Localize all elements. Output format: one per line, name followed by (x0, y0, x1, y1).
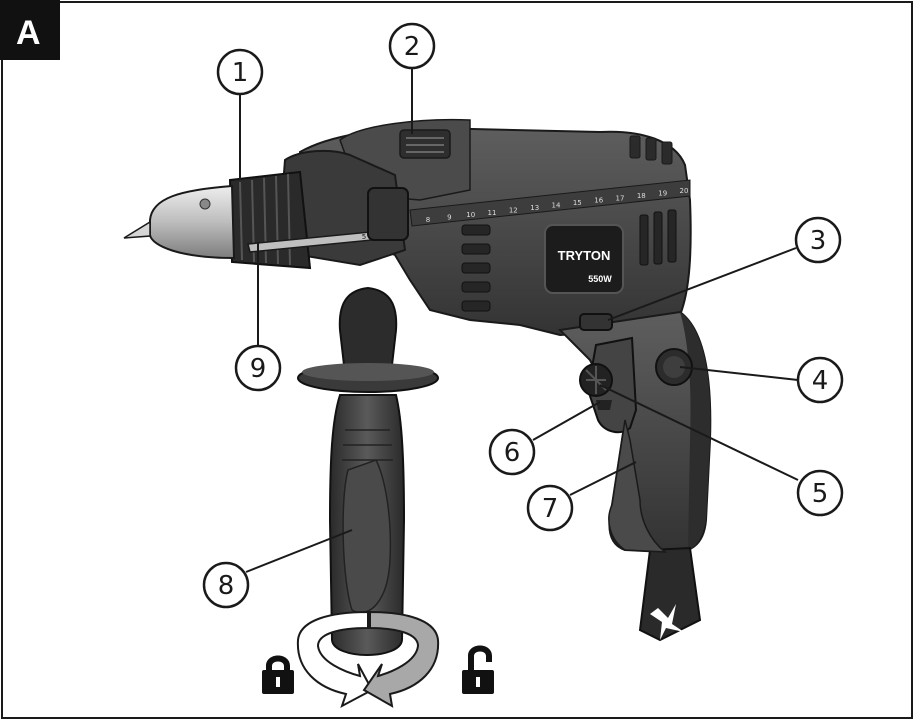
depth-rod-label: 5 (362, 233, 366, 241)
frame-border (1, 40, 450, 719)
depth-scale-tick: 9 (447, 214, 451, 222)
brand-label: TRYTON (558, 248, 611, 263)
callout-5: 5 (796, 469, 844, 517)
brand-plate (544, 224, 624, 294)
rotate-left-arrow (296, 610, 374, 709)
callout-number: 6 (504, 438, 521, 468)
leader-3 (607, 247, 797, 321)
figure-badge-label: A (16, 14, 41, 52)
callout-number: 5 (812, 479, 829, 509)
callout-number: 4 (812, 366, 829, 396)
depth-scale-ticks: 8 9 10 11 12 13 14 15 16 17 18 19 20 (426, 187, 689, 224)
depth-scale-tick: 20 (680, 187, 689, 195)
callout-number: 3 (810, 226, 827, 256)
depth-scale-tick: 16 (594, 197, 603, 205)
power-label: 550W (588, 274, 612, 284)
leader-4 (679, 366, 799, 381)
depth-scale-tick: 17 (616, 194, 625, 202)
leader-5 (599, 384, 799, 481)
drill-chuck (149, 184, 236, 260)
callout-number: 9 (250, 354, 267, 384)
callout-3: 3 (794, 216, 842, 264)
callout-number: 2 (404, 32, 421, 62)
frame-border-top (58, 1, 913, 719)
leader-7 (569, 461, 637, 496)
trigger-lock-detail (596, 400, 612, 410)
side-handle-collar (338, 286, 398, 366)
callout-1: 1 (216, 48, 264, 96)
lock-open-icon (462, 645, 494, 694)
depth-scale-band (409, 179, 691, 227)
leader-8 (245, 529, 353, 573)
depth-scale-tick: 14 (552, 202, 561, 210)
depth-scale-tick: 8 (426, 216, 430, 224)
callout-6: 6 (488, 428, 536, 476)
chuck-jaws (123, 220, 151, 239)
leader-6 (532, 401, 601, 441)
depth-scale-tick: 10 (466, 211, 475, 219)
callout-8: 8 (202, 561, 250, 609)
callout-4: 4 (796, 356, 844, 404)
lock-icon (262, 655, 294, 694)
figure-badge (0, 0, 60, 60)
side-handle-grip-insert (342, 459, 392, 614)
callout-9: 9 (234, 344, 282, 392)
depth-rod-clamp (367, 187, 409, 241)
depth-scale-tick: 11 (488, 209, 497, 217)
depth-scale-tick: 18 (637, 192, 646, 200)
callout-number: 1 (232, 58, 249, 88)
depth-scale-tick: 15 (573, 199, 582, 207)
callout-number: 7 (542, 494, 559, 524)
callout-7: 7 (526, 484, 574, 532)
rear-vents-side (639, 209, 677, 266)
side-vents (461, 224, 491, 312)
rear-vents-top (629, 135, 673, 165)
depth-scale-tick: 19 (658, 189, 667, 197)
lower-grip (608, 419, 668, 553)
callout-number: 8 (218, 571, 235, 601)
direction-switch[interactable] (579, 313, 613, 331)
depth-scale-tick: 12 (509, 206, 518, 214)
rotate-right-arrow (362, 610, 440, 708)
depth-scale-tick: 13 (530, 204, 539, 212)
callout-2: 2 (388, 22, 436, 70)
